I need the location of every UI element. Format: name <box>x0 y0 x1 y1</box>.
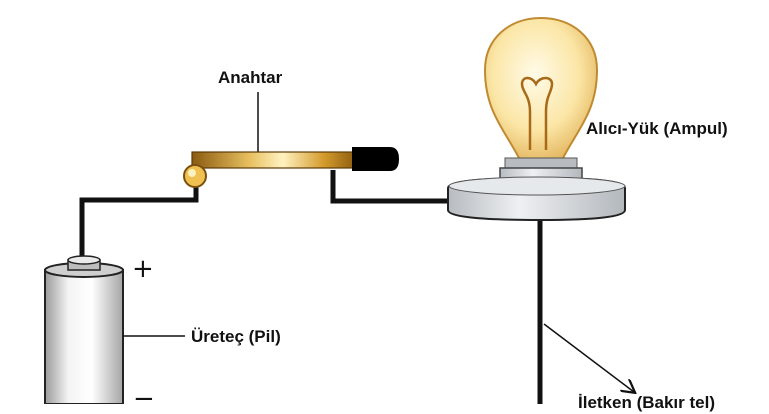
bulb-filament <box>520 76 554 150</box>
wire-switch-to-bulb <box>330 170 452 204</box>
conductor-arrow <box>543 323 634 392</box>
switch <box>183 92 399 188</box>
switch-lever <box>191 151 358 169</box>
wires <box>79 170 543 404</box>
wire-battery-to-switch <box>79 180 199 264</box>
bulb <box>447 16 626 222</box>
minus-terminal-sign: − <box>133 384 155 414</box>
source-label: Üreteç (Pil) <box>191 327 281 346</box>
battery <box>44 255 185 404</box>
bulb-glass <box>483 16 599 161</box>
load-label: Alıcı-Yük (Ampul) <box>586 119 728 138</box>
circuit-diagram <box>44 16 769 404</box>
battery-body <box>44 269 124 404</box>
conductor-label: İletken (Bakır tel) <box>578 393 715 412</box>
switch-handle <box>352 147 399 171</box>
switch-pivot <box>183 164 207 188</box>
switch-label: Anahtar <box>218 68 283 87</box>
plus-terminal-sign: + <box>132 254 154 284</box>
